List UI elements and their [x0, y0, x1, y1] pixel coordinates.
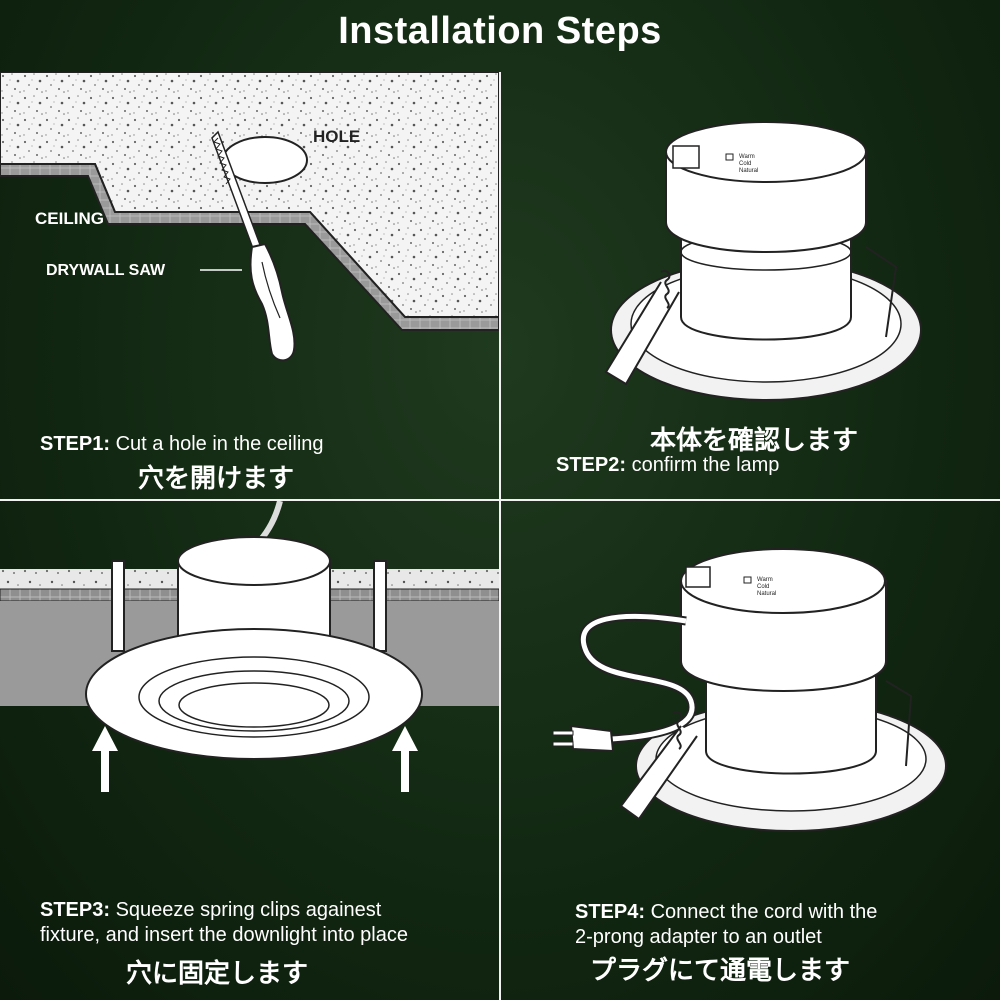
- step3-japanese: 穴に固定します: [126, 959, 309, 989]
- step3-text-line1: Squeeze spring clips againest: [115, 899, 382, 921]
- push-arrow-left: [92, 726, 118, 792]
- page-title: Installation Steps: [338, 10, 662, 52]
- switch-label-warm: Warm: [739, 154, 755, 160]
- divider-horizontal: [0, 499, 1000, 501]
- step1-caption: STEP1: Cut a hole in the ceiling: [40, 432, 324, 457]
- step4-japanese: プラグにて通電します: [590, 956, 851, 986]
- step1-label: STEP1:: [40, 433, 111, 455]
- switch4-label-natural: Natural: [757, 591, 776, 597]
- label-hole: HOLE: [313, 127, 360, 146]
- step4-caption: STEP4: Connect the cord with the 2-prong…: [575, 900, 877, 950]
- label-drywall-saw: DRYWALL SAW: [46, 262, 166, 279]
- step4-illustration: Warm Cold Natural: [552, 548, 947, 832]
- step3-label: STEP3:: [40, 899, 111, 921]
- step3-text-line2: fixture, and insert the downlight into p…: [40, 924, 408, 946]
- step1-illustration: HOLE CEILING DRYWALL SAW: [0, 72, 499, 362]
- label-ceiling: CEILING: [35, 209, 104, 228]
- step1-text: Cut a hole in the ceiling: [115, 433, 324, 455]
- switch4-label-warm: Warm: [757, 577, 773, 583]
- step2-caption: STEP2: confirm the lamp: [556, 453, 779, 478]
- switch-label-natural: Natural: [739, 168, 758, 174]
- step4-text-line1: Connect the cord with the: [650, 901, 878, 923]
- step3-caption: STEP3: Squeeze spring clips againest fix…: [40, 898, 408, 948]
- step1-japanese: 穴を開けます: [138, 464, 295, 494]
- divider-vertical: [499, 72, 501, 1000]
- step4-label: STEP4:: [575, 901, 646, 923]
- step2-illustration: Warm Cold Natural: [604, 121, 922, 401]
- switch-label-cold: Cold: [739, 161, 751, 167]
- step3-illustration: [0, 501, 499, 792]
- push-arrow-right: [392, 726, 418, 792]
- step4-text-line2: 2-prong adapter to an outlet: [575, 926, 822, 948]
- ceiling-hole: [222, 136, 308, 184]
- plug: [569, 724, 615, 753]
- step2-text: confirm the lamp: [631, 454, 780, 476]
- switch4-label-cold: Cold: [757, 584, 769, 590]
- step2-label: STEP2:: [556, 454, 627, 476]
- step2-japanese: 本体を確認します: [650, 426, 859, 456]
